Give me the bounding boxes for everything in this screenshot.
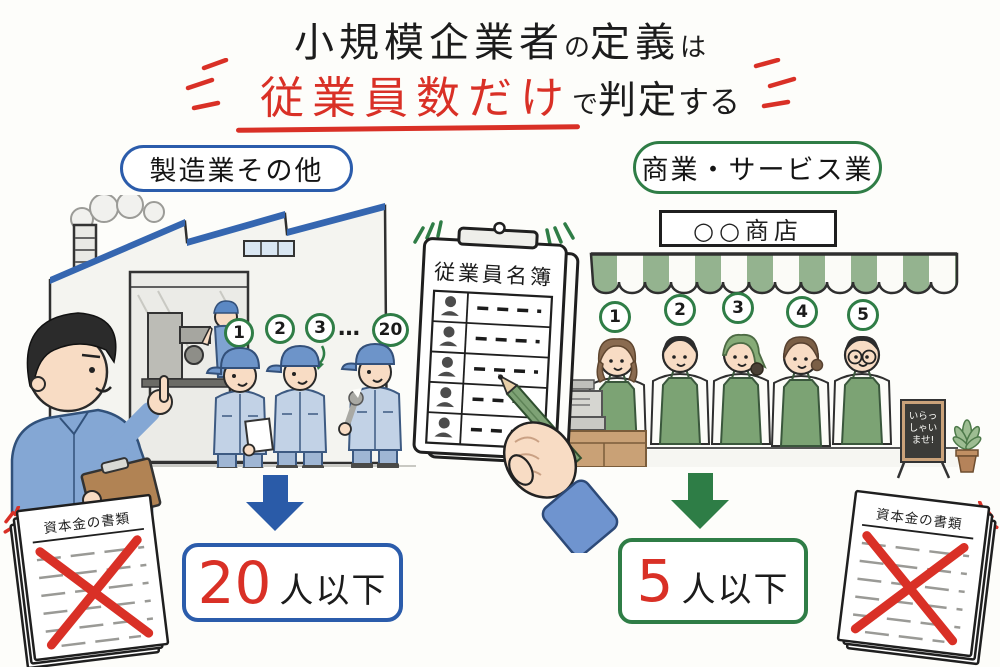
chalkboard-line2: しゃい (909, 423, 938, 434)
chalkboard-icon: いらっ しゃい ませ! (896, 399, 951, 479)
staff2-hair (663, 335, 697, 355)
staff-number-1: 1 (599, 301, 631, 333)
title-main-text2: 定義 (590, 20, 680, 66)
staff-number-1-text: 1 (609, 307, 621, 327)
commerce-label: 商業・サービス業 (633, 141, 882, 194)
wrench-icon (338, 388, 364, 436)
manufacturing-limit-suffix: 人以下 (279, 571, 388, 611)
awning-illustration (589, 252, 959, 295)
staff-number-5-text: 5 (857, 305, 869, 325)
chalkboard-line3: ませ! (912, 435, 935, 446)
staff1-hair (596, 338, 638, 383)
potted-plant-icon (952, 419, 982, 473)
staff5-hair-glasses (845, 335, 879, 365)
red-x-icon (35, 535, 154, 650)
manufacturing-label: 製造業その他 (120, 145, 353, 192)
shop-sign-text: ○○商店 (693, 217, 803, 245)
manufacturing-limit-box: 20 人以下 (182, 543, 403, 622)
emphasis-marks-right-icon (753, 58, 797, 109)
title-small: で (571, 90, 598, 120)
person-icon (434, 296, 459, 438)
staff-number-2: 2 (664, 294, 696, 326)
emphasis-marks-left-icon (185, 58, 229, 111)
worker-number-1: 1 (224, 318, 254, 348)
title-line1: 小規模企業者の定義は (0, 10, 1000, 68)
manager-illustration (10, 312, 173, 515)
title-particle2: は (680, 33, 707, 63)
manufacturing-label-text: 製造業その他 (149, 156, 324, 187)
worker-number-2: 2 (265, 314, 295, 344)
chalkboard-and-plant: いらっ しゃい ませ! (896, 399, 982, 479)
shop-sign: ○○商店 (659, 210, 837, 247)
sparkle-icon (413, 220, 575, 246)
factory-illustration (48, 195, 389, 465)
smoke-icon (70, 195, 165, 231)
hand-with-pencil (497, 374, 619, 553)
capital-document-right: 資本金の書類 (828, 485, 1000, 667)
staff-number-4-text: 4 (796, 302, 808, 322)
title-line2: 従業員数だけで判定する (0, 62, 1000, 126)
staff3-headscarf (721, 333, 767, 376)
manufacturing-arrow-icon (246, 475, 304, 531)
staff-number-3-text: 3 (732, 298, 744, 318)
ellipsis: … (338, 316, 362, 341)
commerce-limit-number: 5 (636, 547, 674, 615)
title-tail: する (678, 85, 741, 121)
commerce-arrow-icon (671, 473, 729, 529)
staff-number-3: 3 (722, 292, 754, 324)
staff4-hair (783, 336, 824, 372)
worker-number-3-text: 3 (314, 318, 326, 338)
factory-window-icon (243, 240, 295, 257)
title-main3: 判定 (598, 78, 679, 122)
worker-number-3: 3 (305, 313, 335, 343)
staff-number-5: 5 (847, 299, 879, 331)
paper-icon (242, 417, 274, 457)
worker-number-1-text: 1 (233, 323, 245, 343)
title-highlight: 従業員数だけ (259, 73, 572, 124)
factory-workers-illustration (206, 343, 402, 468)
staff-number-4: 4 (786, 296, 818, 328)
commerce-label-text: 商業・サービス業 (641, 155, 874, 186)
worker-number-20: 20 (372, 313, 409, 347)
commerce-limit-suffix: 人以下 (681, 569, 790, 610)
staff-number-2-text: 2 (674, 300, 686, 320)
commerce-limit-box: 5 人以下 (618, 538, 808, 624)
manufacturing-limit-number: 20 (197, 548, 272, 617)
sleeve-icon (541, 479, 619, 553)
title-particle: の (563, 33, 590, 63)
red-x-icon (850, 531, 969, 646)
title-main-text: 小規模企業者 (293, 20, 564, 66)
worker-number-2-text: 2 (274, 319, 286, 339)
chalkboard-line1: いらっ (909, 411, 938, 422)
worker-number-20-text: 20 (378, 320, 403, 340)
pointing-hand-icon (102, 375, 173, 460)
capital-document-left: 資本金の書類 (0, 489, 177, 667)
